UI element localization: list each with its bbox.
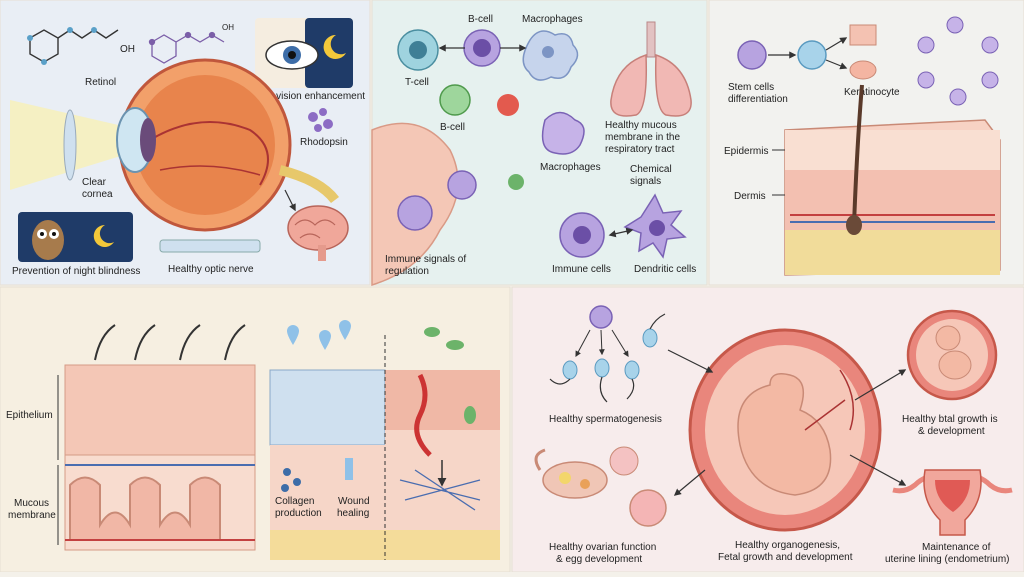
owl-night-image — [18, 212, 133, 262]
arrow-sperm-3 — [611, 329, 629, 358]
skin-panel: Stem cells differentiation Keratinocyte … — [708, 0, 1024, 286]
mucosa-right-block — [269, 335, 500, 560]
collagen-dots-icon — [281, 468, 301, 492]
uterine-label-2: uterine lining (endometrium) — [885, 554, 1010, 565]
rhodopsin-icon — [308, 108, 333, 132]
organo-label-2: Fetal growth and development — [718, 552, 853, 563]
ovary-icon — [534, 446, 667, 527]
macrophage-top-icon — [522, 30, 579, 81]
retinol-molecule-icon — [27, 27, 119, 65]
fetal-label-1: Healthy btal growth is — [902, 414, 998, 425]
skin-cross-section — [784, 84, 1001, 276]
chemical-label-2: signals — [630, 176, 661, 187]
arrow-sperm-2 — [598, 329, 605, 356]
oh-label: OH — [120, 44, 135, 55]
cell-cycle-icon — [917, 16, 999, 106]
wound-label-2: healing — [337, 508, 369, 519]
immune-panel: T-cell B-cell Macrophages B-cell Macroph… — [371, 0, 708, 287]
bacteria-icon — [424, 327, 476, 424]
arrow-sperm-to-womb — [667, 349, 714, 373]
sperm-cells-icon — [549, 305, 666, 403]
dendritic-cell-icon — [623, 193, 687, 259]
b-cell-top-label: B-cell — [468, 14, 493, 25]
fetus-icon — [906, 309, 998, 401]
epidermis-label: Epidermis — [724, 146, 768, 157]
arrow-stem-2 — [825, 37, 848, 51]
mucosa-panel: Epithelium Mucous membrane — [0, 286, 511, 573]
mucous-label-1: Mucous — [14, 498, 49, 509]
optic-nerve-label: Healthy optic nerve — [168, 264, 254, 275]
signals-label-1: Immune signals of — [385, 254, 466, 265]
collagen-label-1: Collagen — [275, 496, 314, 507]
macrophages-top-label: Macrophages — [522, 14, 583, 25]
mucous-label-2: membrane — [8, 510, 56, 521]
clear-cornea-label-2: cornea — [82, 189, 113, 200]
optic-nerve-slab — [159, 239, 261, 253]
arrow-sperm-1 — [575, 329, 591, 358]
repro-panel: Healthy spermatogenesis Healthy ovarian … — [511, 286, 1024, 573]
epithelium-label: Epithelium — [6, 410, 53, 421]
immune-cells-label: Immune cells — [552, 264, 611, 275]
macrophage-mid-icon — [541, 111, 585, 155]
t-cell-icon — [397, 29, 439, 71]
mucous-label-1: Healthy mucous — [605, 120, 677, 131]
lungs-icon — [610, 21, 692, 117]
mucous-label-2: membrane in the — [605, 132, 680, 143]
t-cell-label: T-cell — [405, 77, 429, 88]
virus-icon — [497, 94, 524, 190]
water-drops-icon — [287, 320, 351, 350]
optic-nerve — [278, 165, 339, 204]
b-cell-mid-icon — [439, 84, 471, 116]
night-vision-image — [255, 18, 353, 88]
keratinocyte-label: Keratinocyte — [844, 87, 900, 98]
retinol-label: Retinol — [85, 77, 116, 88]
arrow-womb-to-fetus — [854, 369, 907, 401]
organo-label-1: Healthy organogenesis, — [735, 540, 840, 551]
stem-label-1: Stem cells — [728, 82, 774, 93]
tissue-cells-icon — [397, 170, 477, 231]
wound-icon — [345, 458, 353, 480]
macrophages-mid-label: Macrophages — [540, 162, 601, 173]
stem-label-2: differentiation — [728, 94, 788, 105]
spermatogenesis-label: Healthy spermatogenesis — [549, 414, 662, 425]
fetal-label-2: & development — [918, 426, 985, 437]
clear-cornea-label-1: Clear — [82, 177, 107, 188]
arrow-immune-dendritic — [608, 227, 634, 238]
stem-cell-icon — [737, 24, 877, 80]
night-blindness-label: Prevention of night blindness — [12, 266, 140, 277]
eyeball-illustration — [116, 58, 292, 232]
dendritic-label: Dendritic cells — [634, 264, 696, 275]
ovarian-label-2: & egg development — [556, 554, 642, 565]
oh-label-2: OH — [222, 23, 234, 32]
ovarian-label-1: Healthy ovarian function — [549, 542, 656, 553]
arrow-womb-to-uterus — [849, 454, 907, 486]
collagen-label-2: production — [275, 508, 322, 519]
rhodopsin-label: Rhodopsin — [300, 137, 348, 148]
arrow-to-brain — [284, 189, 296, 212]
uterus-icon — [892, 469, 1013, 536]
lens-icon — [63, 109, 77, 181]
arrow-stem-3 — [825, 59, 848, 70]
wound-label-1: Wound — [338, 496, 370, 507]
purple-molecule-icon — [148, 31, 225, 64]
mucosa-left-block — [64, 324, 256, 551]
b-cell-mid-label: B-cell — [440, 122, 465, 133]
brain-icon — [287, 205, 349, 261]
eye-panel: OH OH Night vision enhancement — [0, 0, 371, 286]
womb-illustration — [688, 328, 882, 532]
chemical-label-1: Chemical — [630, 164, 672, 175]
mucous-label-3: respiratory tract — [605, 144, 675, 155]
immune-cell-icon — [559, 212, 605, 258]
arrow-womb-to-egg — [673, 469, 706, 496]
b-cell-top-icon — [463, 29, 501, 67]
night-vision-label: Night vision enhancement — [250, 91, 365, 102]
uterine-label-1: Maintenance of — [922, 542, 991, 553]
signals-label-2: regulation — [385, 266, 429, 277]
dermis-label: Dermis — [734, 191, 766, 202]
